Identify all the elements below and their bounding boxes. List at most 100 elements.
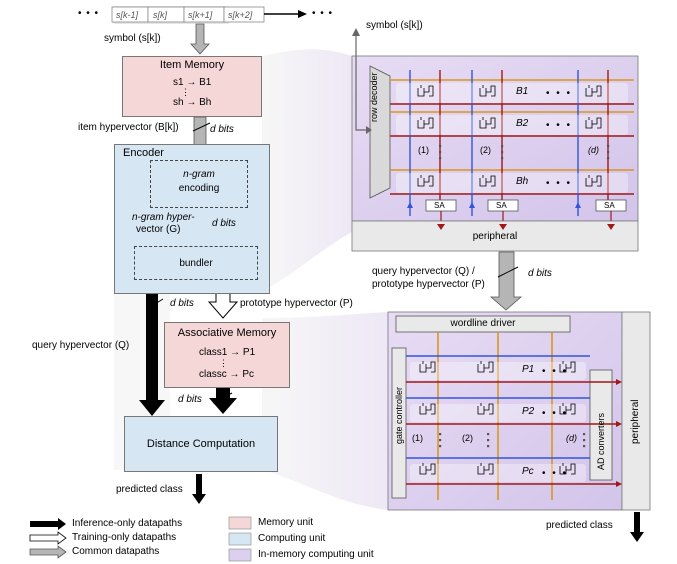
ellipsis-dot bbox=[583, 439, 586, 442]
stream-cell-2: s[k] bbox=[153, 10, 168, 20]
query-proto-label-1: query hypervector (Q) / bbox=[372, 266, 475, 277]
bundler-block: bundler bbox=[134, 246, 258, 280]
ellipsis-dot bbox=[487, 439, 490, 442]
bot-col-2: (2) bbox=[462, 433, 473, 443]
ellipsis-dot bbox=[583, 433, 586, 436]
bot-row1-dots: • • • bbox=[542, 366, 569, 377]
assoc-memory-row2: classc → Pc bbox=[199, 369, 255, 380]
prototype-hv-label: prototype hypervector (P) bbox=[240, 298, 353, 309]
memory-cell bbox=[585, 85, 602, 97]
memory-cell bbox=[479, 85, 496, 97]
legend-in-memory: In-memory computing unit bbox=[258, 549, 374, 560]
gate-controller-label: gate controller bbox=[394, 386, 404, 444]
ellipsis-dot bbox=[607, 145, 610, 148]
ngram-hv-label-2: vector (G) bbox=[136, 224, 181, 235]
peripheral-bottom-shape bbox=[621, 311, 651, 511]
ellipsis-dot bbox=[607, 157, 610, 160]
ellipsis-dot bbox=[607, 151, 610, 154]
peripheral-top-label: peripheral bbox=[472, 231, 518, 242]
memory-cell bbox=[419, 403, 436, 415]
ellipsis-dot bbox=[439, 445, 442, 448]
sa-3: SA bbox=[604, 201, 615, 210]
ellipsis-dot bbox=[487, 445, 490, 448]
item-memory-row2: sh → Bh bbox=[173, 97, 212, 108]
top-row-B1: B1 bbox=[516, 86, 529, 97]
memory-cell bbox=[479, 175, 496, 187]
top-col-2: (2) bbox=[480, 145, 491, 155]
legend-computing: Computing unit bbox=[258, 533, 326, 544]
ellipsis-dot bbox=[501, 157, 504, 160]
memory-cell bbox=[559, 361, 576, 373]
ellipsis-dot bbox=[487, 433, 490, 436]
memory-cell bbox=[477, 403, 494, 415]
distance-block: Distance Computation bbox=[124, 416, 278, 472]
input-stream bbox=[111, 6, 307, 24]
assoc-memory-row1: class1 → P1 bbox=[199, 347, 256, 358]
peripheral-bottom-label: peripheral bbox=[630, 399, 641, 444]
memory-cell bbox=[417, 175, 434, 187]
top-row-B2: B2 bbox=[516, 118, 529, 129]
memory-cell bbox=[477, 463, 494, 475]
predicted-class-left: predicted class bbox=[116, 484, 183, 495]
symbol-left-label: symbol (s[k]) bbox=[104, 33, 161, 44]
item-memory-dots: ⋮ bbox=[181, 87, 190, 97]
sa-2: SA bbox=[496, 201, 507, 210]
bot-col-1: (1) bbox=[412, 433, 423, 443]
ngram-label-2: encoding bbox=[178, 183, 220, 194]
bundler-label: bundler bbox=[179, 257, 213, 269]
memory-cell bbox=[477, 361, 494, 373]
symbol-right-label: symbol (s[k]) bbox=[366, 20, 423, 31]
stream-cell-1: s[k-1] bbox=[116, 10, 139, 20]
assoc-memory-title: Associative Memory bbox=[177, 327, 277, 339]
memory-cell bbox=[559, 463, 576, 475]
memory-cell bbox=[585, 117, 602, 129]
wordline-driver-label: wordline driver bbox=[450, 318, 516, 329]
funnel-bottom bbox=[262, 312, 388, 510]
d-bits-2: d bits bbox=[212, 218, 236, 229]
encoder-block: Encoder bbox=[114, 144, 270, 294]
d-bits-4: d bits bbox=[178, 394, 202, 405]
memory-cell bbox=[479, 117, 496, 129]
item-memory-row1: s1 → B1 bbox=[173, 77, 212, 88]
bot-row3-dots: • • • bbox=[542, 468, 569, 479]
bottom-array-bg bbox=[387, 311, 623, 511]
peripheral-top-shape bbox=[351, 220, 639, 252]
stream-cell-3: s[k+1] bbox=[188, 10, 213, 20]
ngram-hv-label-1: n-gram hyper- bbox=[132, 212, 195, 223]
ellipsis-dot bbox=[583, 445, 586, 448]
row-decoder-label: row decoder bbox=[369, 72, 379, 122]
ellipsis-dot bbox=[439, 439, 442, 442]
memory-cell bbox=[417, 85, 434, 97]
top-col-1: (1) bbox=[418, 145, 429, 155]
d-bits-5: d bits bbox=[528, 268, 552, 279]
item-hv-label: item hypervector (B[k]) bbox=[78, 122, 179, 133]
ellipsis-dot bbox=[501, 151, 504, 154]
stream-right-dots: • • • bbox=[312, 8, 334, 19]
distance-title: Distance Computation bbox=[146, 438, 256, 450]
memory-cell bbox=[419, 361, 436, 373]
memory-cell bbox=[559, 403, 576, 415]
item-memory-block: Item Memory s1 → B1 ⋮ sh → Bh bbox=[122, 56, 262, 117]
funnel-top bbox=[262, 49, 352, 292]
query-proto-label-2: prototype hypervector (P) bbox=[372, 279, 485, 290]
legend-inference: Inference-only datapaths bbox=[72, 518, 183, 529]
encoder-title: Encoder bbox=[123, 147, 164, 159]
assoc-memory-block: Associative Memory class1 → P1 ⋮ classc … bbox=[164, 322, 290, 388]
ngram-label-1: n-gram bbox=[183, 169, 215, 180]
bot-row2-dots: • • • bbox=[542, 408, 569, 419]
predicted-class-right: predicted class bbox=[546, 520, 613, 531]
top-row-Bh: Bh bbox=[516, 176, 529, 187]
memory-cell bbox=[419, 463, 436, 475]
ellipsis-dot bbox=[439, 151, 442, 154]
ngram-encoding-block: n-gram encoding bbox=[150, 160, 248, 208]
stream-left-dots: • • • bbox=[78, 8, 100, 19]
legend-common: Common datapaths bbox=[72, 546, 160, 557]
legend-swatches bbox=[228, 516, 252, 562]
top-row2-dots: • • • bbox=[546, 120, 573, 131]
top-col-d: (d) bbox=[588, 145, 599, 155]
legend-training: Training-only datapaths bbox=[72, 532, 177, 543]
bot-row-P2: P2 bbox=[522, 406, 535, 417]
bot-row-P1: P1 bbox=[522, 364, 535, 375]
sa-1: SA bbox=[434, 201, 445, 210]
